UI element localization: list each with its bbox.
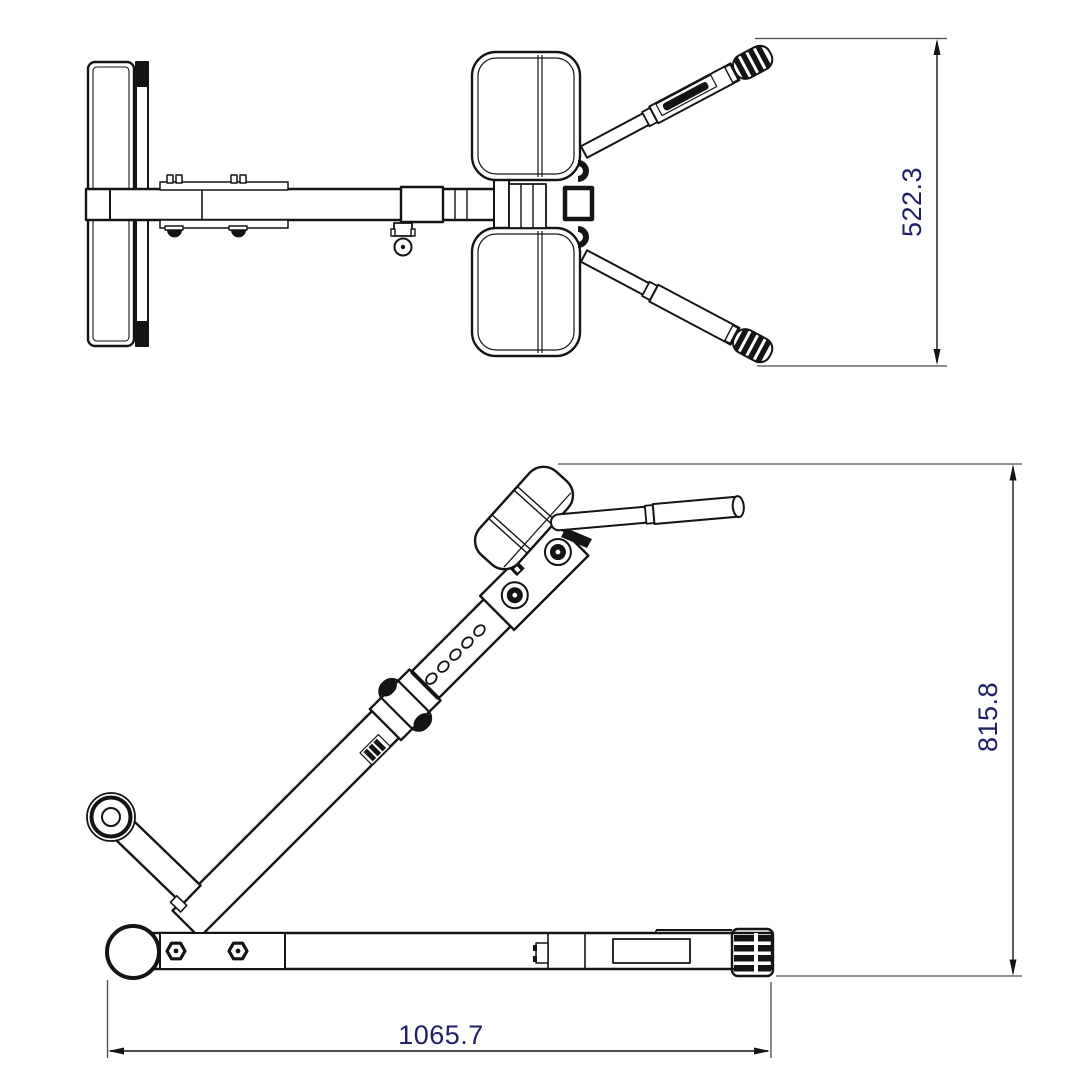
grip-end-cap [731,44,774,80]
pad-carriage [508,160,595,248]
pivot-bolt [543,538,572,567]
brand-logo [662,82,709,111]
side-view [86,465,775,980]
dimension-label-815: 815.8 [973,682,1003,752]
handle-side [549,495,745,532]
end-cap-bottom [135,321,149,346]
label-plate [359,733,391,766]
dimension-overall-length: 1065.7 [106,980,772,1058]
end-cap-top [135,62,149,87]
front-foot-roller [105,924,161,980]
grip-cap-stripes [732,327,772,364]
main-beam-top [84,152,510,260]
front-arm [86,792,202,913]
grip-end-cap [731,328,774,364]
thigh-pad-lower [470,226,582,358]
bolt-dome [164,225,248,238]
clip-upper [577,160,589,182]
bolt-head [166,174,247,184]
handle-bracket [561,528,592,548]
hex-bolt [227,941,249,961]
dimension-side-view-height: 815.8 [558,463,1022,977]
hex-bolt [165,941,187,961]
rear-foot-cap [730,927,775,978]
handle-end [731,495,745,519]
handle-lower-top [579,249,774,364]
adjustment-holes [425,624,486,685]
thigh-pad-upper [470,50,582,182]
pivot-bolt [500,581,529,610]
thigh-pad-side [473,465,575,571]
dimension-top-view-height: 522.3 [755,37,947,367]
dimension-label-1065: 1065.7 [398,1020,484,1050]
pop-pin [378,677,433,732]
pivot-plate [478,520,590,632]
handle-upper-top [579,44,774,159]
pop-pin-top [390,222,416,257]
front-roller [86,792,136,842]
front-gusset [159,932,286,970]
base-clip [535,942,549,964]
dimension-label-522: 522.3 [897,167,927,237]
mounting-plates-top [159,174,289,238]
incline-beam [171,520,590,939]
top-view [84,44,774,364]
adjustment-sleeve [368,668,442,742]
grip-cap-stripes [732,44,772,81]
clip-lower [577,226,589,248]
